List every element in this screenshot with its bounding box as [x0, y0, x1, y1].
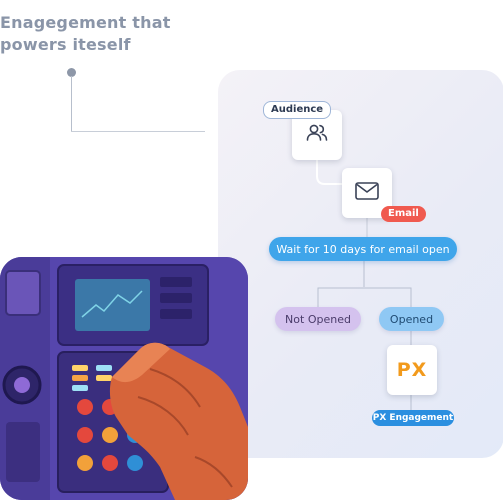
headline: Enagegement that powers iteself — [0, 12, 200, 56]
not-opened-branch[interactable]: Not Opened — [275, 307, 361, 331]
connector-line-horizontal — [71, 131, 205, 132]
headline-line-1: Enagegement that — [0, 13, 171, 32]
email-tag: Email — [381, 206, 426, 222]
px-engagement-tag: PX Engagement — [372, 410, 454, 426]
opened-branch[interactable]: Opened — [379, 307, 444, 331]
envelope-icon — [355, 182, 379, 204]
audience-tag: Audience — [263, 101, 332, 119]
px-logo-node[interactable]: PX — [387, 345, 437, 395]
users-icon — [306, 123, 328, 147]
connector-line-vertical — [71, 76, 72, 132]
headline-line-2: powers iteself — [0, 35, 131, 54]
illustration-robot-hand-panel — [0, 257, 248, 500]
flow-card — [218, 70, 503, 458]
wait-step-pill[interactable]: Wait for 10 days for email open — [269, 237, 457, 261]
robot-hand-illustration — [0, 257, 248, 500]
connector-dot — [67, 68, 76, 77]
